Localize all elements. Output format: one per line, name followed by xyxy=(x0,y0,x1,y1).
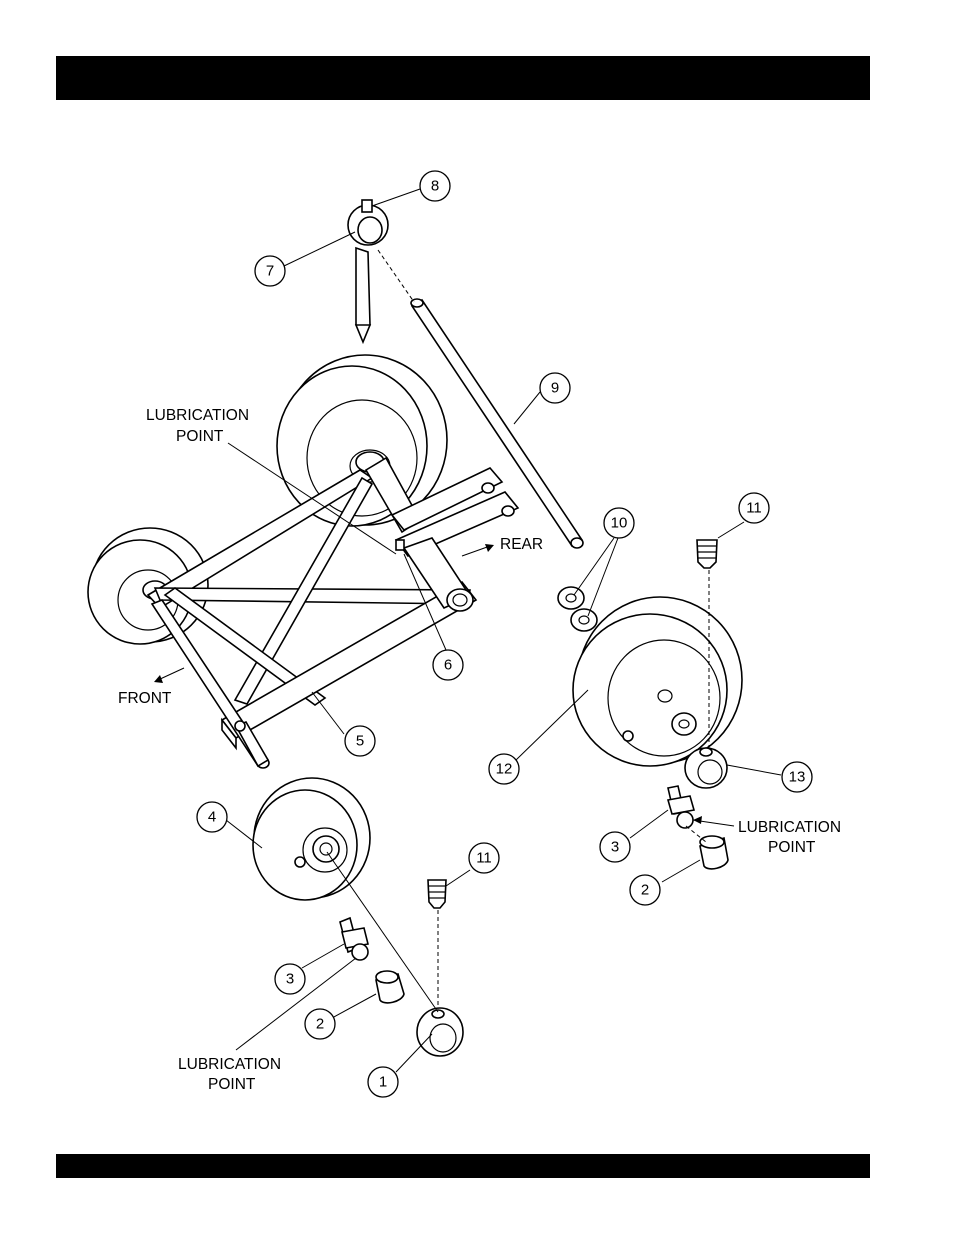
svg-text:11: 11 xyxy=(746,500,762,517)
collar-lower xyxy=(417,1008,463,1056)
lub-label-right-line1: LUBRICATION xyxy=(738,819,841,836)
svg-text:2: 2 xyxy=(641,882,649,899)
callout-8: 8 xyxy=(420,171,450,201)
lub-label-top-line1: LUBRICATION xyxy=(146,407,249,424)
svg-text:11: 11 xyxy=(476,850,492,867)
pin-align-line xyxy=(378,250,414,302)
callout-2-right: 2 xyxy=(630,875,660,905)
lub-label-bottom-line1: LUBRICATION xyxy=(178,1056,281,1073)
callout-3-lower: 3 xyxy=(275,964,305,994)
svg-text:5: 5 xyxy=(356,733,364,750)
svg-text:10: 10 xyxy=(611,515,628,532)
grease-fitting-right xyxy=(668,786,694,828)
callout-3-right: 3 xyxy=(600,832,630,862)
set-screw-lower xyxy=(428,880,446,908)
lub-label-right-line2: POINT xyxy=(768,839,816,856)
callout-11-right: 11 xyxy=(739,493,769,523)
callout-10: 10 xyxy=(604,508,634,538)
callout-5: 5 xyxy=(345,726,375,756)
svg-text:13: 13 xyxy=(789,769,806,786)
pin-collar xyxy=(348,200,388,342)
collar-right xyxy=(685,748,727,788)
callout-2-lower: 2 xyxy=(305,1009,335,1039)
lub-label-top-line2: POINT xyxy=(176,428,224,445)
front-arrow xyxy=(154,668,184,683)
svg-text:1: 1 xyxy=(379,1074,387,1091)
svg-text:12: 12 xyxy=(496,761,513,778)
wheel-lower xyxy=(253,778,370,900)
svg-text:3: 3 xyxy=(286,971,294,988)
svg-text:3: 3 xyxy=(611,839,619,856)
svg-text:8: 8 xyxy=(431,178,439,195)
svg-text:9: 9 xyxy=(551,380,559,397)
callout-4: 4 xyxy=(197,802,227,832)
callout-7: 7 xyxy=(255,256,285,286)
front-label: FRONT xyxy=(118,690,172,707)
grease-cap-lower xyxy=(376,971,404,1003)
lub-label-bottom-line2: POINT xyxy=(208,1076,256,1093)
wheel-right xyxy=(573,597,742,766)
callout-13: 13 xyxy=(782,762,812,792)
callout-12: 12 xyxy=(489,754,519,784)
svg-text:4: 4 xyxy=(208,809,216,826)
callout-11-lower: 11 xyxy=(469,843,499,873)
callout-6: 6 xyxy=(433,650,463,680)
rear-arrow xyxy=(462,544,494,556)
grease-fitting-lower xyxy=(340,918,368,960)
rear-label: REAR xyxy=(500,536,543,553)
callout-9: 9 xyxy=(540,373,570,403)
svg-text:2: 2 xyxy=(316,1016,324,1033)
callout-1: 1 xyxy=(368,1067,398,1097)
svg-text:6: 6 xyxy=(444,657,452,674)
svg-text:7: 7 xyxy=(266,263,274,280)
set-screw-right xyxy=(697,540,717,568)
cap-align-right xyxy=(686,826,706,842)
